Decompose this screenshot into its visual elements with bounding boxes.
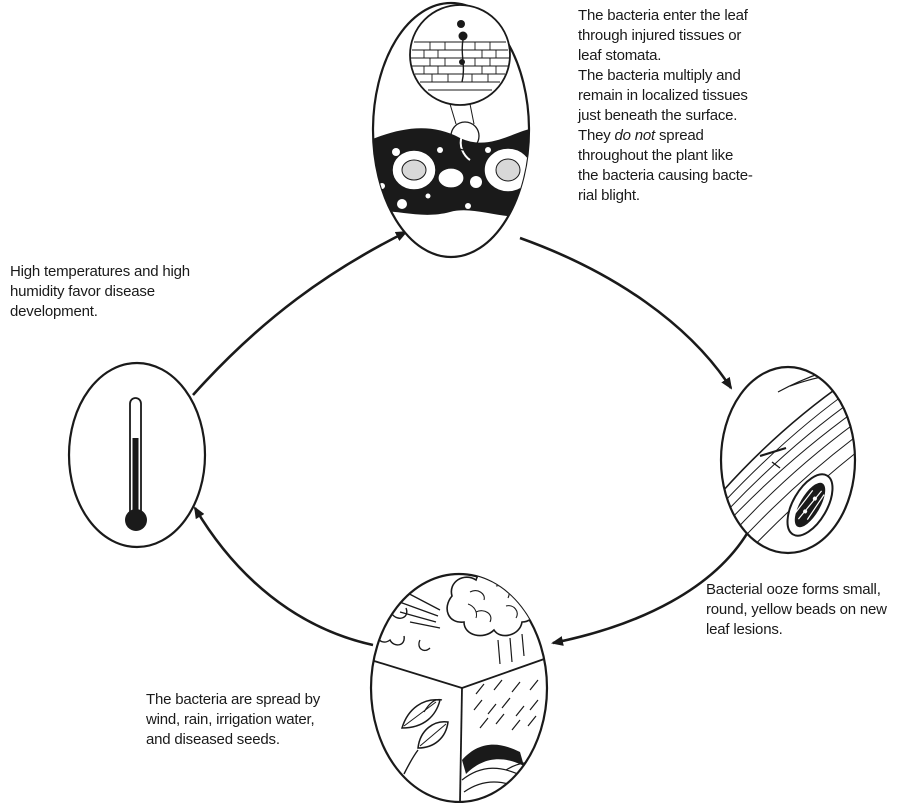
infection-caption-line: The bacteria multiply and	[578, 66, 753, 86]
infection-caption: The bacteria enter the leaf through inju…	[578, 6, 753, 206]
infection-caption-emphasis: do not	[615, 127, 656, 144]
arrow-spread-to-conditions	[195, 508, 373, 645]
conditions-caption: High temperatures and high humidity favo…	[10, 262, 190, 322]
conditions-caption-line: humidity favor disease	[10, 282, 190, 302]
leaf-cross-section-icon	[370, 3, 535, 257]
leaf-lesion-icon	[721, 366, 862, 556]
conditions-caption-line: High temperatures and high	[10, 262, 190, 282]
infection-caption-line: just beneath the surface.	[578, 106, 753, 126]
arrow-infection-to-ooze	[520, 238, 731, 388]
infection-caption-line: through injured tissues or	[578, 26, 753, 46]
infection-caption-line: The bacteria enter the leaf	[578, 6, 753, 26]
infection-caption-line: the bacteria causing bacte-	[578, 166, 753, 186]
ooze-caption: Bacterial ooze forms small, round, yello…	[706, 580, 887, 640]
spread-caption: The bacteria are spread by wind, rain, i…	[146, 690, 320, 750]
infection-caption-line: leaf stomata.	[578, 46, 753, 66]
spread-caption-line: and diseased seeds.	[146, 730, 320, 750]
spread-caption-line: The bacteria are spread by	[146, 690, 320, 710]
infection-caption-line: They do not spread	[578, 126, 753, 146]
conditions-caption-line: development.	[10, 302, 190, 322]
spread-caption-line: wind, rain, irrigation water,	[146, 710, 320, 730]
wind-rain-irrigation-seed-icon	[371, 569, 556, 802]
arrow-conditions-to-infection	[193, 232, 406, 395]
infection-caption-line: throughout the plant like	[578, 146, 753, 166]
infection-caption-line: remain in localized tissues	[578, 86, 753, 106]
infection-caption-line: rial blight.	[578, 186, 753, 206]
infection-caption-text: They	[578, 127, 615, 144]
ooze-caption-line: leaf lesions.	[706, 620, 887, 640]
ooze-caption-line: round, yellow beads on new	[706, 600, 887, 620]
thermometer-icon	[69, 363, 205, 547]
ooze-caption-line: Bacterial ooze forms small,	[706, 580, 887, 600]
infection-caption-text: spread	[655, 127, 704, 144]
